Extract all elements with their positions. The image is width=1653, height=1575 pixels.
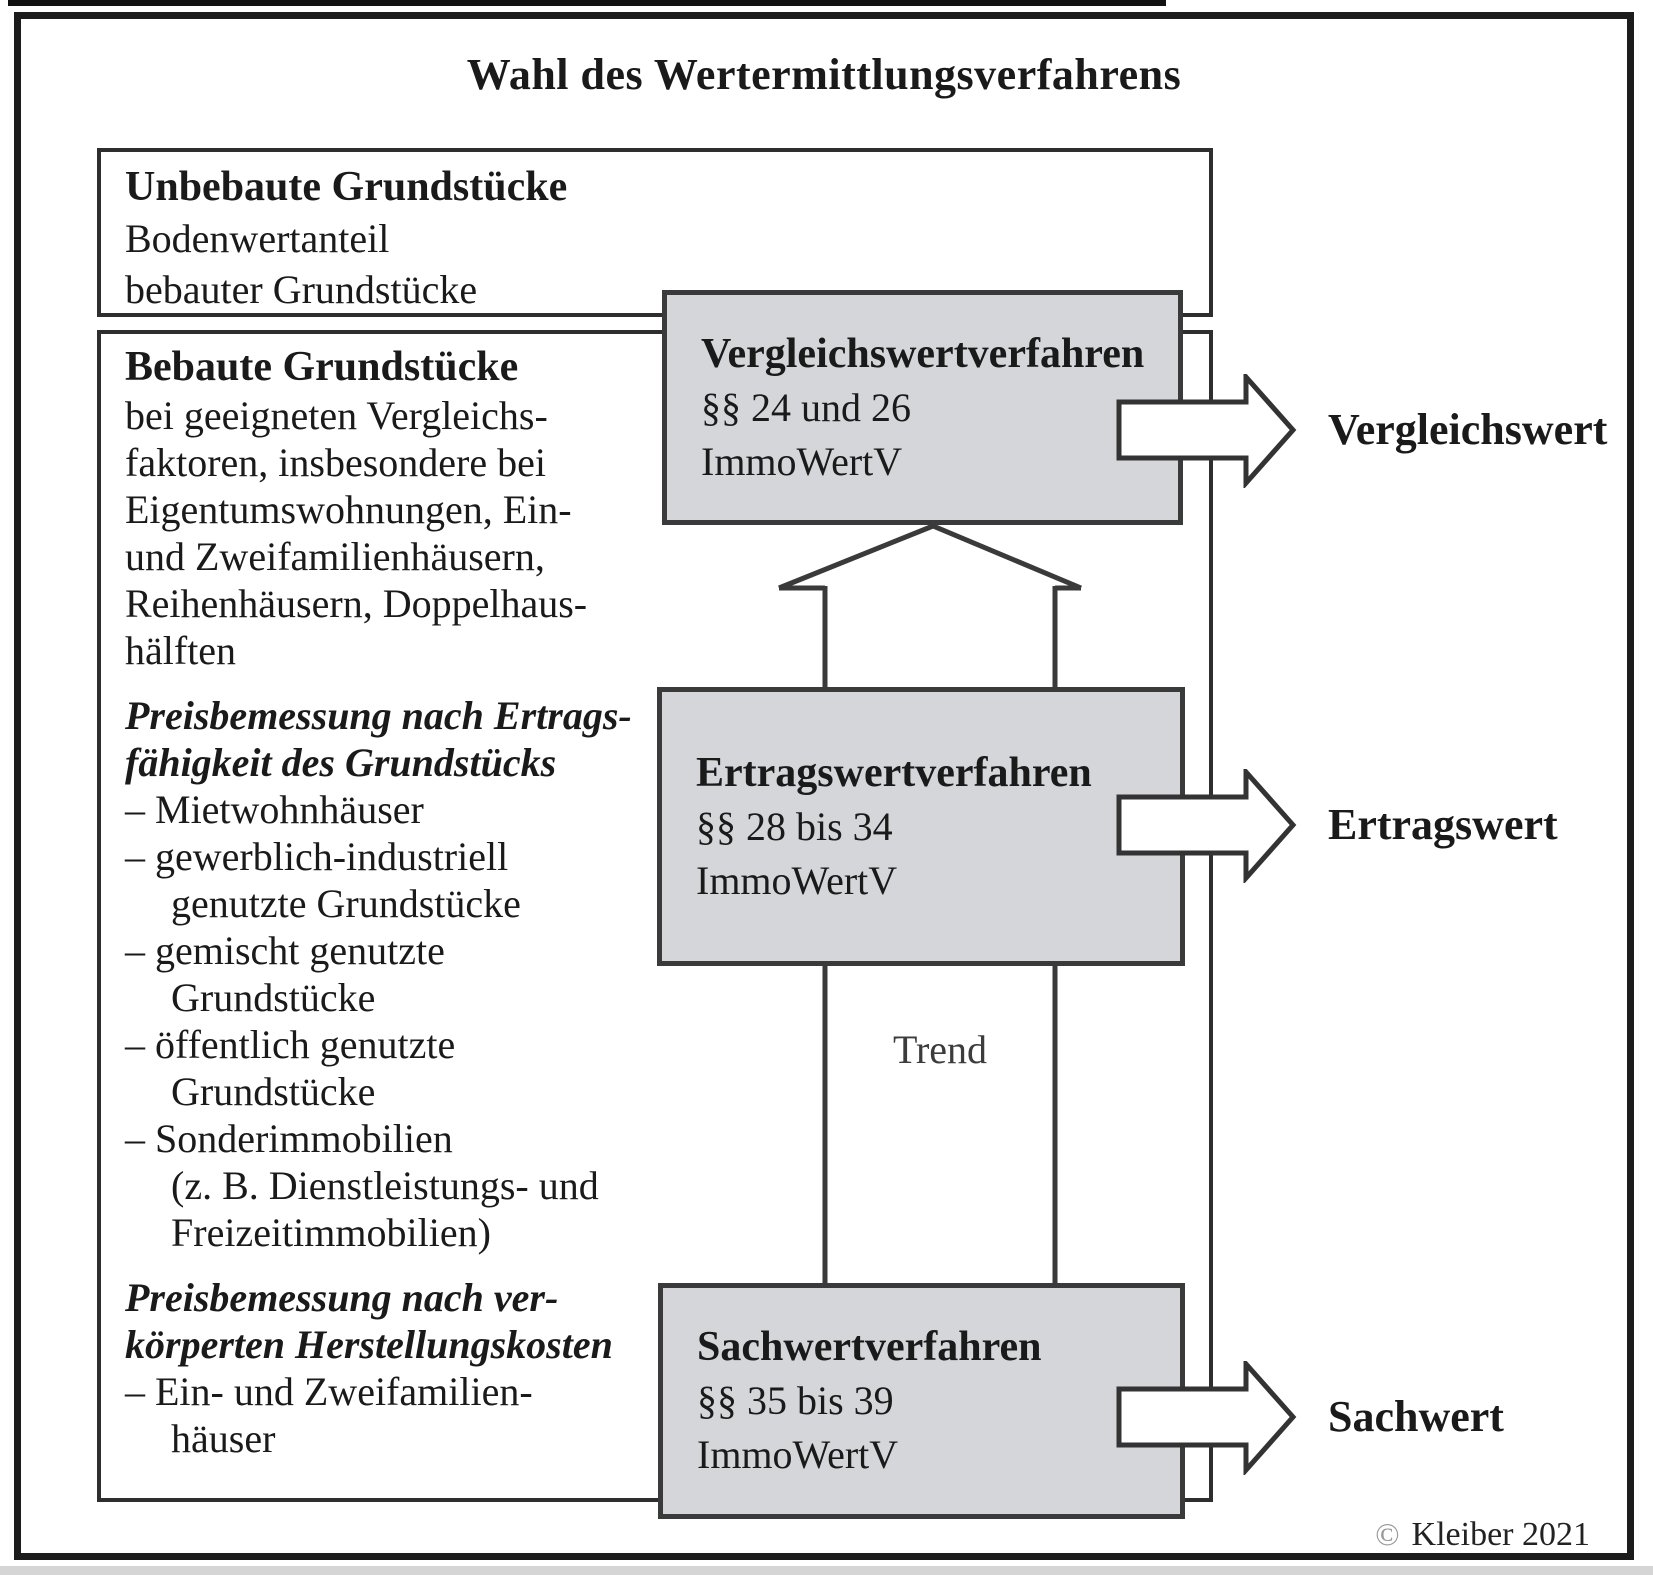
method-sections: §§ 35 bis 39 <box>697 1378 894 1423</box>
bebaute-line: und Zweifamilienhäusern, <box>125 534 545 579</box>
bebaute-line: Eigentumswohnungen, Ein- <box>125 487 572 532</box>
bebaute-line: hälften <box>125 628 237 673</box>
unbebaute-line: bebauter Grundstücke <box>125 267 478 312</box>
page-edge-shadow <box>0 1566 1653 1575</box>
bebaute-list-item-continued: häuser <box>171 1416 276 1461</box>
diagram-title: Wahl des Wertermittlungsverfahrens <box>466 50 1182 99</box>
bebaute-list-item-continued: Freizeitimmobilien) <box>171 1210 491 1255</box>
sachwert-subheading: Preisbemessung nach ver- <box>125 1275 559 1320</box>
sachwert-subheading: körperten Herstellungskosten <box>125 1322 613 1367</box>
ertragswertverfahren-box: Ertragswertverfahren §§ 28 bis 34 ImmoWe… <box>657 687 1185 966</box>
bebaute-line: Reihenhäusern, Doppelhaus- <box>125 581 588 626</box>
ertrags-subheading: Preisbemessung nach Ertrags- <box>125 693 632 738</box>
bebaute-heading: Bebaute Grundstücke <box>125 344 519 390</box>
result-label-sachwert: Sachwert <box>1328 1392 1504 1441</box>
method-name: Sachwertverfahren <box>697 1324 1042 1370</box>
unbebaute-grundstuecke-box: Unbebaute Grundstücke Bodenwertanteil be… <box>97 148 1213 317</box>
ertrags-subheading: fähigkeit des Grundstücks <box>125 740 557 785</box>
bebaute-list-item: – gemischt genutzte <box>125 928 445 973</box>
bebaute-line: faktoren, insbesondere bei <box>125 440 546 485</box>
bebaute-list-item-continued: genutzte Grundstücke <box>171 881 521 926</box>
vergleichswertverfahren-box: Vergleichswertverfahren §§ 24 und 26 Imm… <box>662 290 1183 525</box>
method-regulation: ImmoWertV <box>696 857 898 903</box>
method-regulation: ImmoWertV <box>701 438 903 484</box>
result-label-ertragswert: Ertragswert <box>1328 800 1558 849</box>
result-label-vergleichswert: Vergleichswert <box>1328 405 1608 454</box>
copyright-icon: © <box>1375 1516 1400 1552</box>
bebaute-list-item-continued: Grundstücke <box>171 975 376 1020</box>
method-name: Vergleichswertverfahren <box>701 330 1145 377</box>
bebaute-line: bei geeigneten Vergleichs- <box>125 393 548 438</box>
trend-label: Trend <box>892 1027 988 1072</box>
bebaute-list-item: – Sonderimmobilien <box>125 1116 453 1161</box>
right-block-arrow-icon <box>1116 1361 1297 1475</box>
unbebaute-heading: Unbebaute Grundstücke <box>125 164 568 210</box>
bebaute-list-item-continued: Grundstücke <box>171 1069 376 1114</box>
method-regulation: ImmoWertV <box>697 1432 899 1477</box>
sachwertverfahren-box: Sachwertverfahren §§ 35 bis 39 ImmoWertV <box>658 1283 1185 1519</box>
bebaute-list-item-continued: (z. B. Dienstleistungs- und <box>171 1163 599 1208</box>
page-crop-artifact <box>8 0 1166 6</box>
method-sections: §§ 28 bis 34 <box>696 803 893 849</box>
copyright-notice: © Kleiber 2021 <box>1150 1514 1590 1555</box>
bebaute-list-item: – Mietwohnhäuser <box>125 787 424 832</box>
bebaute-list-item: – öffentlich genutzte <box>125 1022 456 1067</box>
bebaute-list-item: – Ein- und Zweifamilien- <box>125 1369 533 1414</box>
right-block-arrow-icon <box>1116 769 1297 883</box>
outer-frame <box>14 12 1634 1560</box>
bebaute-list-item: – gewerblich-industriell <box>125 834 509 879</box>
right-block-arrow-icon <box>1116 374 1297 488</box>
unbebaute-line: Bodenwertanteil <box>125 216 390 261</box>
method-name: Ertragswertverfahren <box>696 749 1092 796</box>
copyright-holder: Kleiber 2021 <box>1411 1516 1590 1553</box>
method-sections: §§ 24 und 26 <box>701 384 911 430</box>
